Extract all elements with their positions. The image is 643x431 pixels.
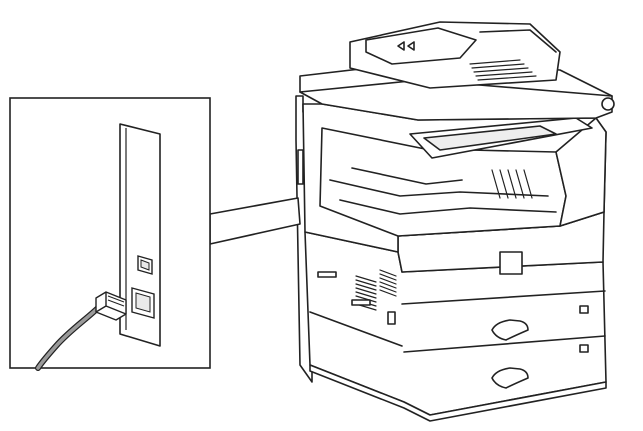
feeder-arrow-1 [397,41,405,51]
feeder-arrow-2 [407,41,415,51]
feeder-ramp [469,59,537,81]
printer-base [309,364,607,422]
drawer-handle-upper [491,319,529,341]
exit-tray-lip [339,199,557,215]
zoom-callout [209,197,301,245]
power-button [601,97,615,111]
phone-cable-core [36,304,102,370]
side-slot-3 [387,311,396,325]
callout-box [9,97,211,371]
touch-screen [423,125,557,151]
drawer-seam-side [309,311,403,347]
callout-frame [9,97,211,369]
side-slot-1 [317,271,337,278]
drawer-handle-lower [491,367,529,389]
drawer-indicator-lower [579,344,589,353]
rear-panel [119,123,161,347]
feeder-cover-ridge [479,29,557,53]
feeder-tray [365,27,477,65]
vent-grille [355,269,397,311]
drawer-seam-2 [403,335,606,353]
rj11-plug-icon [95,291,127,321]
usb-port-inner [140,259,150,271]
body-side-handle [297,149,304,185]
exit-paper-guide [351,167,463,185]
printer-illustration [295,21,615,422]
exit-tray-fins [491,169,533,199]
drawer-seam-1 [401,290,606,305]
callout-wedge [209,197,301,245]
output-tray-inner-shadow [329,179,549,197]
side-slot-2 [351,299,371,306]
line-jack-inner [135,292,151,313]
door-recess [499,251,523,275]
drawer-indicator-upper [579,305,589,314]
